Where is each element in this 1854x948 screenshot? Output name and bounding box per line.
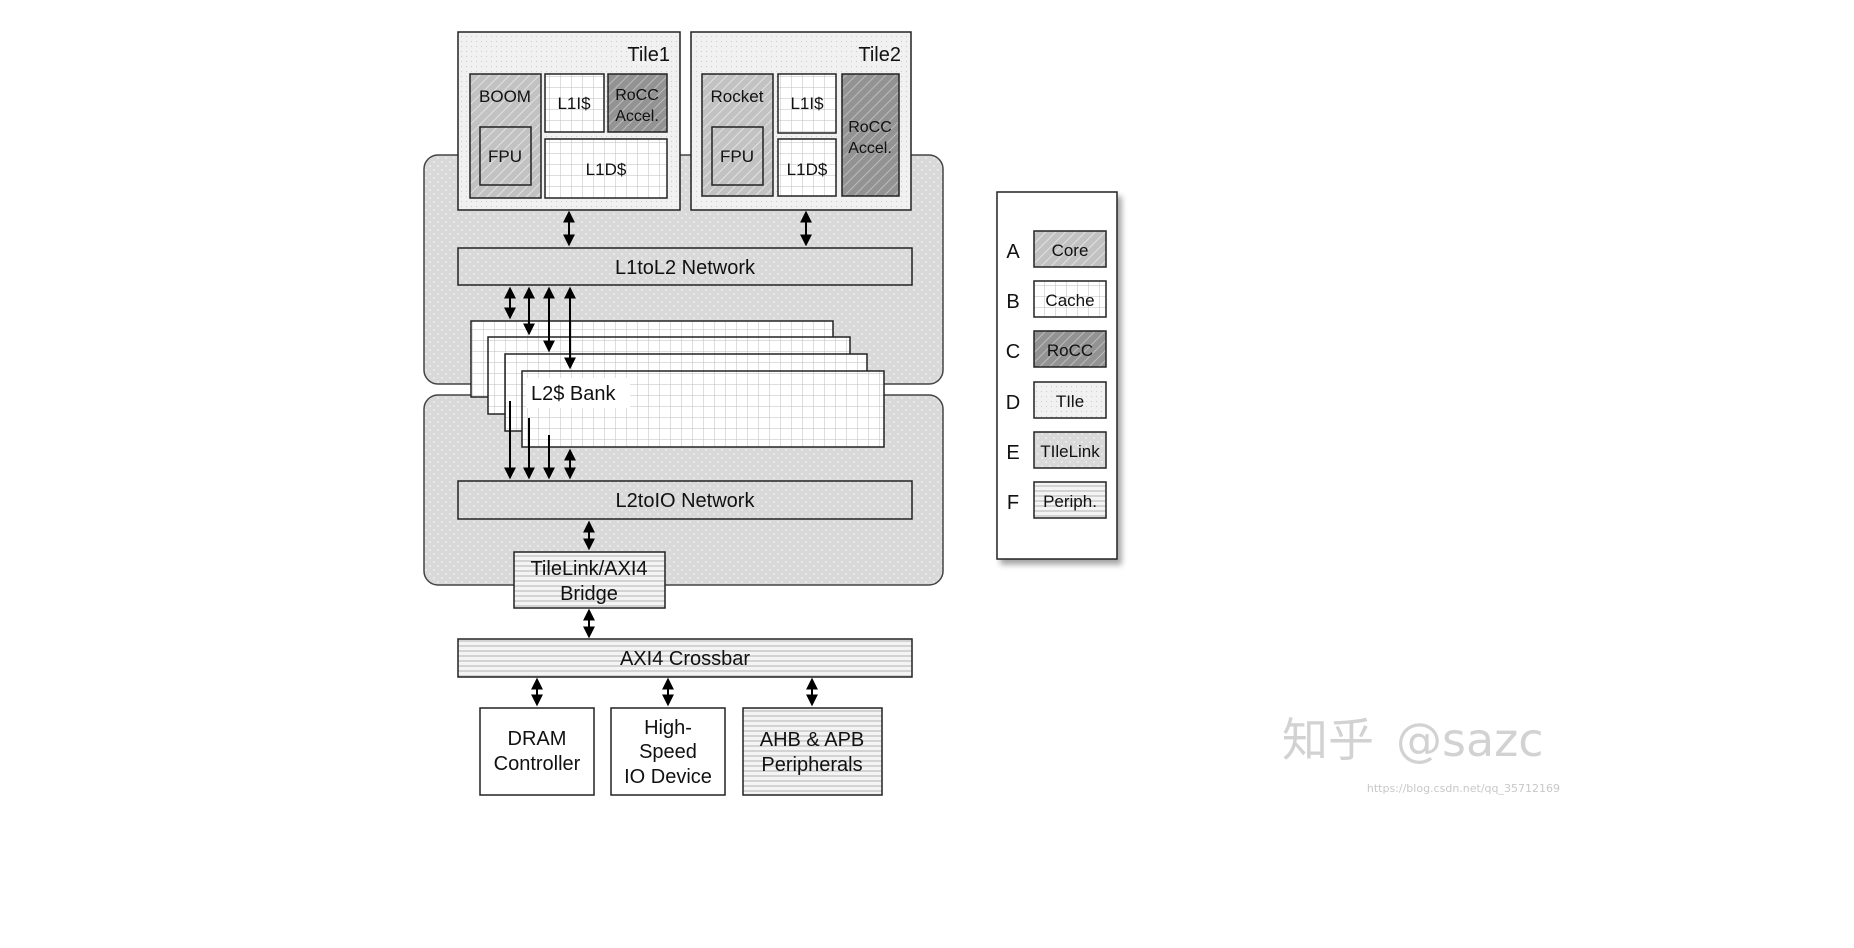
tile-1-rocc [607,73,668,133]
legend-swatch-tile [1033,381,1107,419]
l2toio-network [457,480,913,520]
tile-1-l1d-label: L1D$ [586,160,627,179]
tile-2-l1d [777,138,837,197]
l1tol2-network [457,247,913,286]
io-label-3: IO Device [624,766,712,788]
periph-label-1: AHB & APB [760,729,865,751]
legend-letter-d: D [1006,392,1020,414]
dram-controller [479,707,595,796]
ahb-apb-peripherals [742,707,883,796]
legend-swatch-cache [1033,280,1107,318]
watermark-handle: @sazc [1396,713,1544,767]
bridge-label-2: Bridge [560,583,618,605]
dram-label-2: Controller [494,753,581,775]
tile-2-l1i-label: L1I$ [790,94,824,113]
legend-swatch-periph [1033,481,1107,519]
legend-swatch-rocc [1033,330,1107,368]
tile-2-fpu [711,126,764,186]
tile-1-fpu-label: FPU [488,147,522,166]
tile-2-rocc-label-2: Accel. [848,140,892,157]
l1tol2-network-label: L1toL2 Network [615,257,756,279]
axi4-crossbar-label: AXI4 Crossbar [620,648,750,670]
tile-2-title: Tile2 [858,44,901,66]
tile-1-l1d [544,138,668,199]
tile-2-rocc [841,73,900,197]
tile-1: Tile1 BOOM FPU L1I$ RoCC Accel. L1D$ [457,31,681,211]
high-speed-io-device [610,707,726,796]
legend-swatch-core [1033,230,1107,268]
watermark-url: https://blog.csdn.net/qq_35712169 [1367,782,1560,795]
legend-label-tilelink: TIleLink [1040,442,1100,461]
tile-1-rocc-label-1: RoCC [615,87,659,104]
tile-1-fpu [479,126,532,186]
legend-label-periph: Periph. [1043,492,1097,511]
legend-letter-a: A [1006,241,1020,263]
tile-2: Tile2 Rocket FPU L1I$ L1D$ RoCC Accel. [690,31,912,211]
legend-swatch-tilelink [1033,431,1107,469]
legend-letter-f: F [1007,492,1019,514]
legend-letter-c: C [1006,341,1020,363]
legend-label-core: Core [1052,241,1089,260]
periph-label-2: Peripherals [761,754,862,776]
l2toio-network-label: L2toIO Network [616,490,756,512]
bridge-label-1: TileLink/AXI4 [530,558,647,580]
legend-letter-b: B [1006,291,1019,313]
tile-1-core-label: BOOM [479,87,531,106]
tile-2-core-label: Rocket [711,87,764,106]
l2-bank-label: L2$ Bank [531,383,617,405]
tile-1-l1i [544,73,605,133]
io-label-1: High- [644,717,692,739]
io-label-2: Speed [639,741,697,763]
axi4-crossbar [457,638,913,678]
legend-label-rocc: RoCC [1047,341,1093,360]
tile-2-l1i [777,73,837,134]
tile-2-rocc-label-1: RoCC [848,119,892,136]
watermark-brand: 知乎 [1282,713,1374,767]
tile-1-rocc-label-2: Accel. [615,108,659,125]
legend: A Core B Cache C RoCC D TIle E TIleLink … [996,191,1118,560]
tile-1-l1i-label: L1I$ [557,94,591,113]
tilelink-axi4-bridge [513,551,666,609]
legend-label-tile: TIle [1056,392,1084,411]
tile-2-fpu-label: FPU [720,147,754,166]
dram-label-1: DRAM [508,728,567,750]
tile-1-title: Tile1 [627,44,670,66]
legend-letter-e: E [1006,442,1019,464]
legend-label-cache: Cache [1045,291,1094,310]
l2-bank-label-bg [526,378,630,408]
tile-2-l1d-label: L1D$ [787,160,828,179]
